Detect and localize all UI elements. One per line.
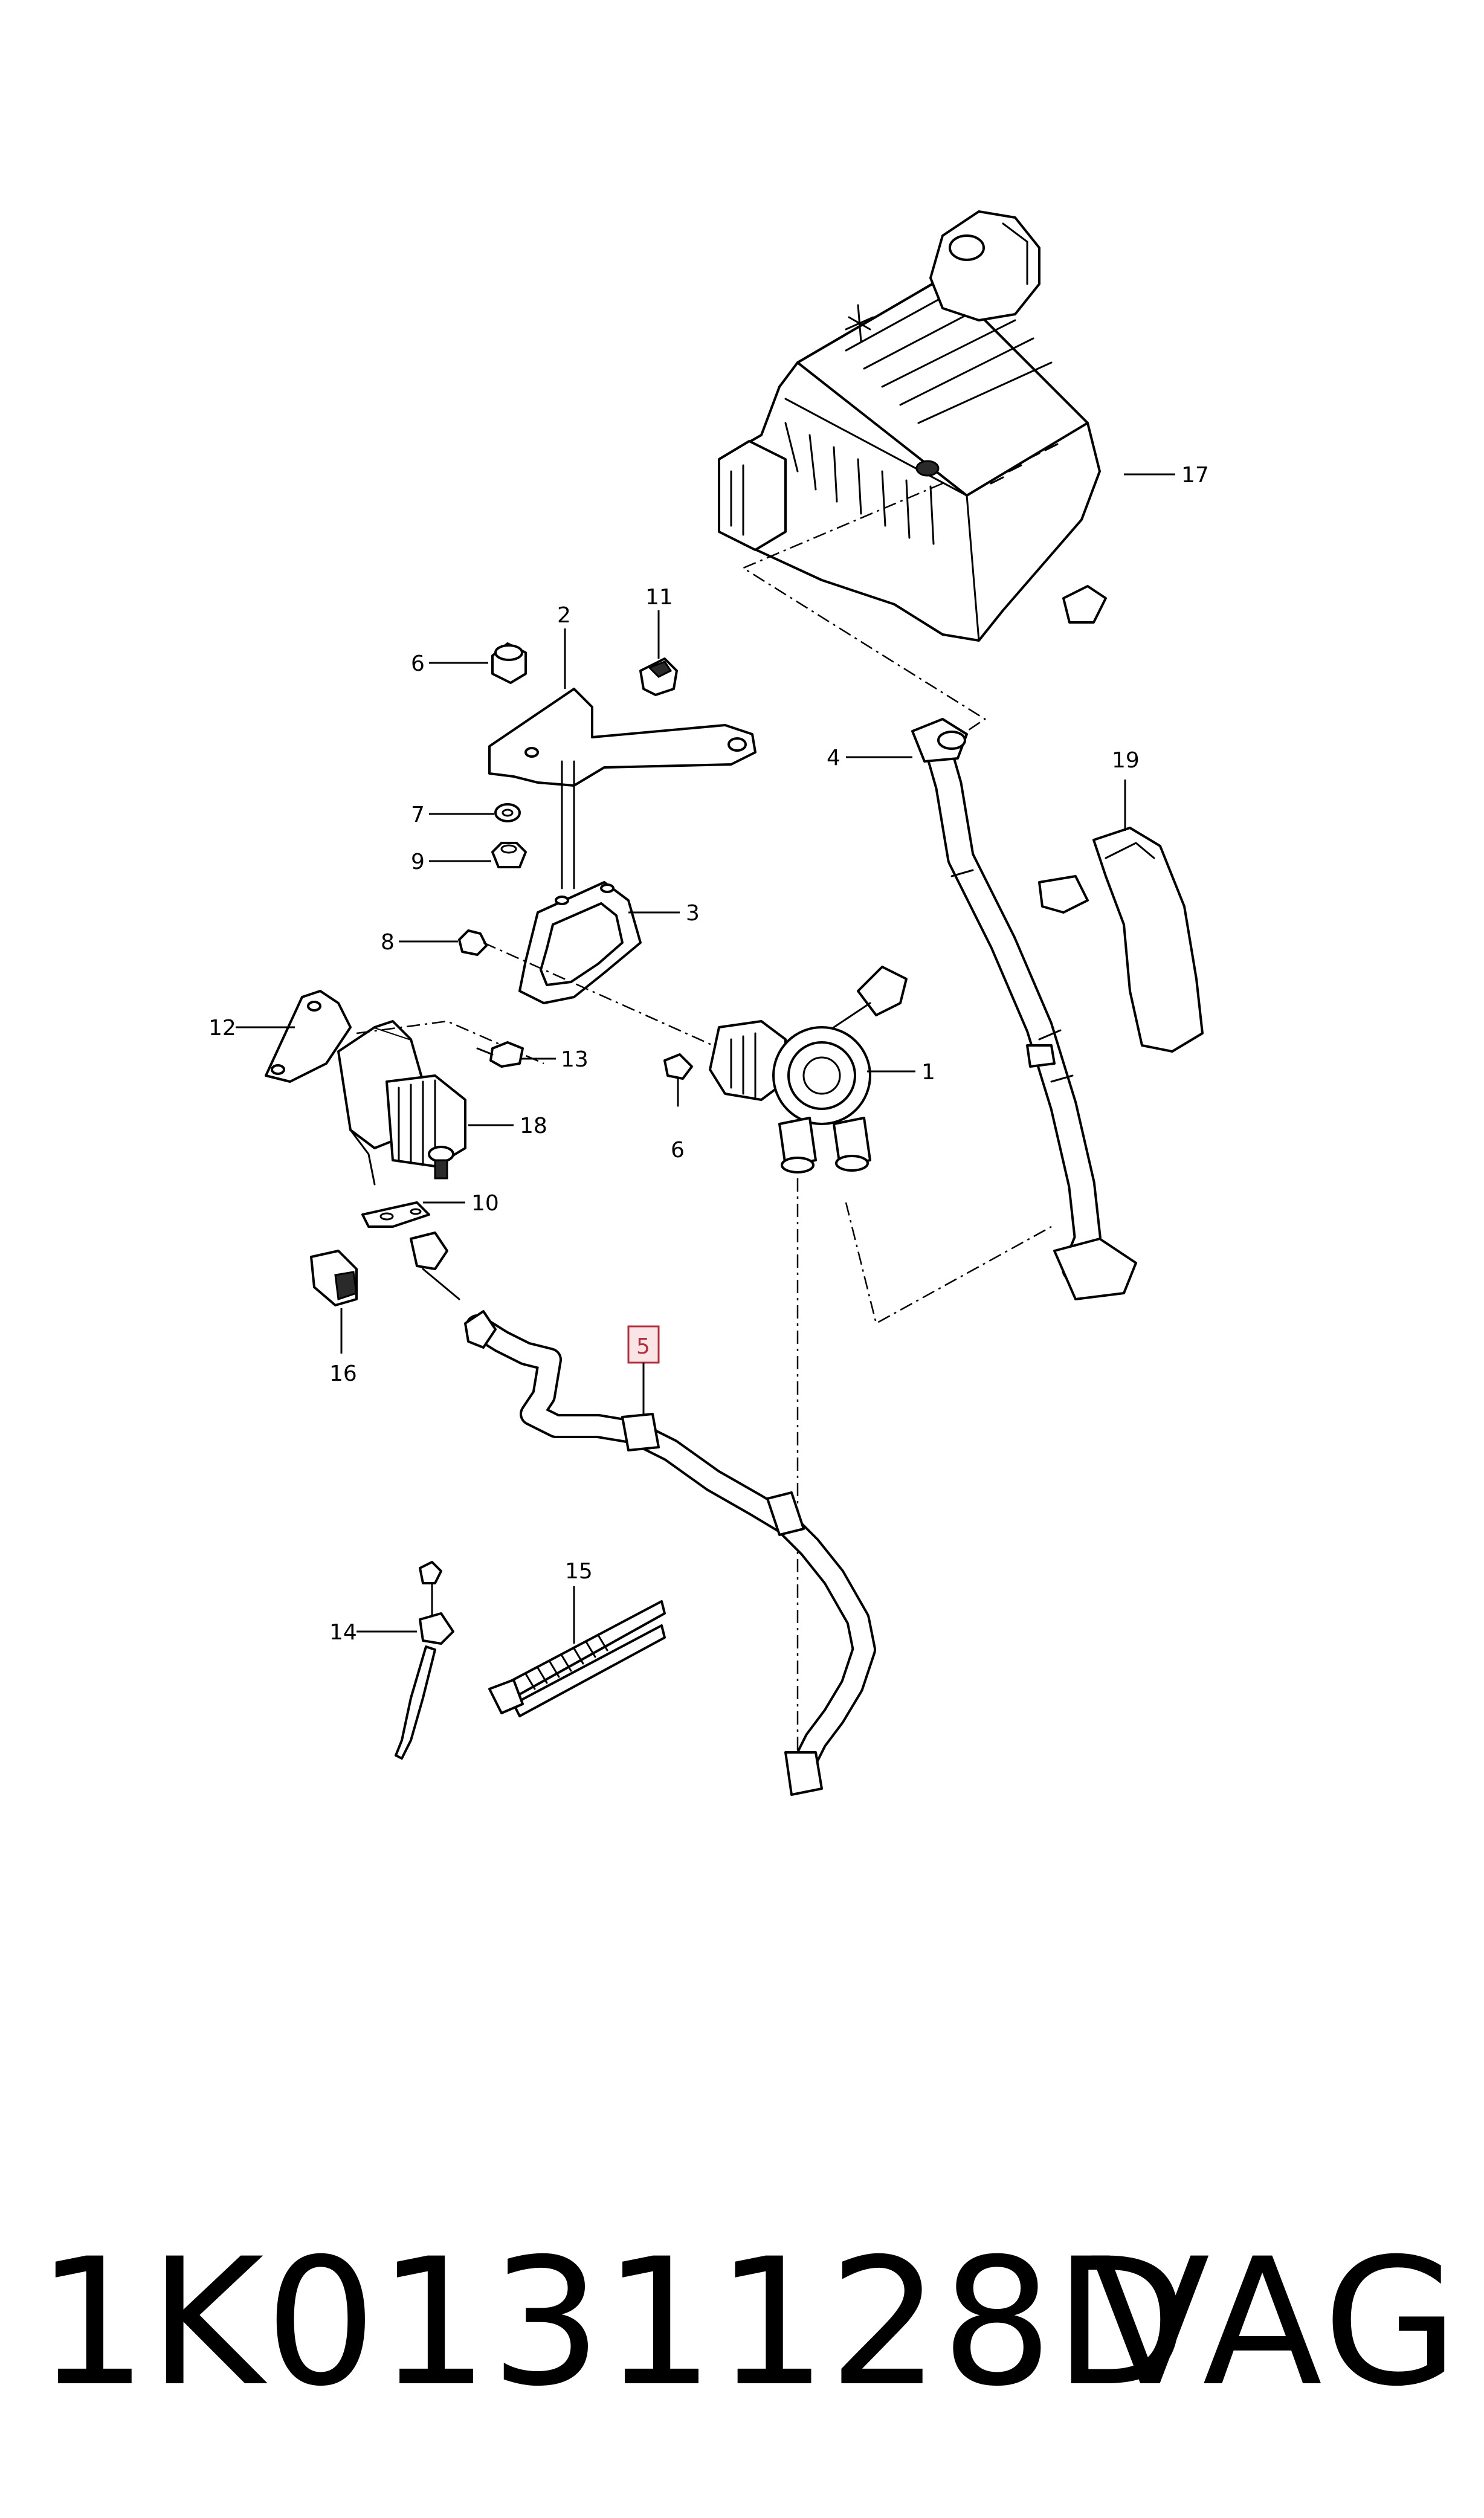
gasket-10: [361, 1201, 430, 1228]
callout-19: 19: [1112, 748, 1140, 773]
clip-11: [639, 657, 678, 696]
hose-elbow-19: [1038, 827, 1204, 1053]
callout-11: 11: [645, 585, 673, 610]
bracket-2: [488, 688, 757, 889]
callout-15: 15: [565, 1559, 593, 1584]
fitting-6: [663, 1053, 693, 1107]
dash-8-1: [483, 941, 714, 1047]
brand-name: VAG: [1090, 2221, 1462, 2425]
caption: 1K0131128D VAG: [36, 2236, 1462, 2435]
callout-7: 7: [411, 802, 425, 827]
nut-9: [491, 842, 527, 868]
cable-tie-15: [488, 1600, 666, 1717]
callout-16: 16: [329, 1361, 357, 1386]
callout-5-highlight-box: [627, 1325, 660, 1364]
dash-1-4: [845, 1202, 1052, 1325]
callout-13: 13: [561, 1047, 589, 1072]
callout-6a: 6: [411, 651, 425, 676]
callout-5: 5: [636, 1334, 650, 1359]
pipe-connector: [410, 1232, 460, 1300]
callout-4: 4: [827, 746, 840, 770]
washer-7: [494, 803, 521, 822]
callout-3: 3: [686, 901, 700, 926]
callout-1: 1: [921, 1060, 935, 1085]
bolt-13: [476, 1041, 524, 1068]
valve-1: [709, 966, 908, 1173]
vent-hose-5: [464, 1310, 876, 1796]
valve-18: [337, 1020, 466, 1186]
sensor-16: [310, 1250, 358, 1306]
callout-18: 18: [520, 1114, 547, 1138]
bracket-12: [265, 990, 352, 1083]
air-filter-housing: [718, 210, 1107, 642]
vent-hose-4: [911, 718, 1137, 1300]
callout-6b: 6: [671, 1138, 685, 1163]
callout-14: 14: [329, 1620, 357, 1645]
dash-17-4: [741, 482, 987, 732]
callout-10: 10: [471, 1191, 499, 1216]
callout-8: 8: [381, 930, 395, 955]
nut-8: [458, 929, 488, 956]
callout-9: 9: [411, 850, 425, 874]
callout-17: 17: [1181, 463, 1209, 488]
cable-tie-14: [395, 1561, 454, 1760]
callout-12: 12: [208, 1016, 236, 1041]
callout-2: 2: [557, 603, 571, 628]
grommet-6: [491, 642, 527, 684]
part-number: 1K0131128D: [36, 2221, 1190, 2425]
gasket-3: [518, 881, 642, 1004]
